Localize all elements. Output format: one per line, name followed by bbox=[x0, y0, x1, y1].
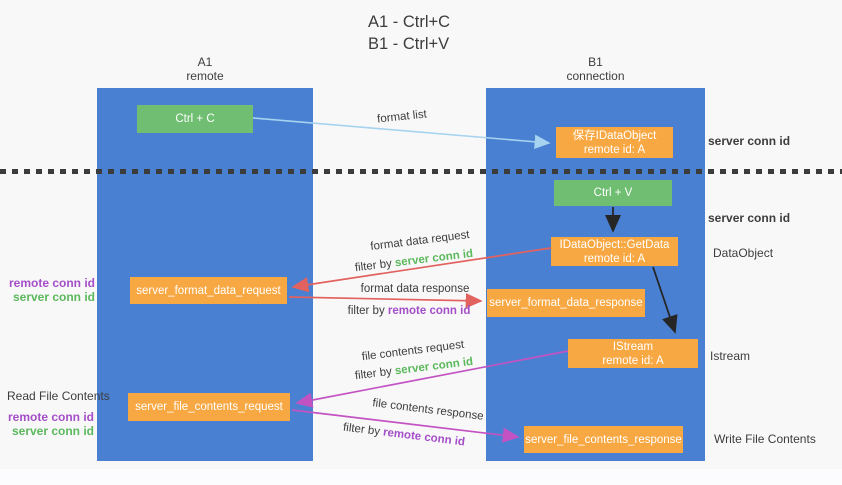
save-idataobject-box: 保存IDataObject remote id: A bbox=[556, 127, 673, 158]
server-conn-id-label-2: server conn id bbox=[11, 424, 94, 438]
format-list-label: format list bbox=[376, 108, 428, 126]
file-contents-response-label: file contents response bbox=[371, 397, 485, 423]
server-file-contents-request-box: server_file_contents_request bbox=[128, 393, 290, 421]
save-idataobject-line2: remote id: A bbox=[583, 143, 646, 156]
filter-by-remote-conn-id-label-1: filter by remote conn id bbox=[347, 305, 471, 317]
server-format-data-request-box: server_format_data_request bbox=[130, 277, 287, 304]
file-response-label: server_file_contents_response bbox=[525, 433, 682, 446]
conn-id-annotation-block-2: remote conn id server conn id bbox=[0, 410, 94, 438]
istream-annotation: Istream bbox=[710, 349, 751, 363]
save-idataobject-line1: 保存IDataObject bbox=[572, 129, 657, 142]
idataobject-getdata-box: IDataObject::GetData remote id: A bbox=[551, 237, 678, 266]
format-data-response-arrow bbox=[288, 293, 483, 309]
server-conn-id-annotation-mid: server conn id bbox=[708, 211, 791, 225]
conn-id-annotation-block-1: remote conn id server conn id bbox=[0, 276, 95, 304]
istream-line1: IStream bbox=[612, 340, 654, 353]
server-conn-id-annotation-top: server conn id bbox=[708, 134, 791, 148]
title-line-1: A1 - Ctrl+C bbox=[368, 13, 451, 31]
lane-header-a1: A1 remote bbox=[97, 55, 313, 83]
remote-conn-id-label-1: remote conn id bbox=[8, 276, 95, 290]
lane-header-b1: B1 connection bbox=[486, 55, 705, 83]
format-request-label: server_format_data_request bbox=[136, 284, 281, 297]
dataobject-annotation: DataObject bbox=[713, 246, 774, 260]
file-request-label: server_file_contents_request bbox=[135, 401, 283, 413]
title-line-2: B1 - Ctrl+V bbox=[368, 35, 450, 53]
ctrl-v-label: Ctrl + V bbox=[593, 187, 633, 199]
getdata-line2: remote id: A bbox=[583, 252, 646, 265]
lane-b1-name: B1 bbox=[588, 55, 603, 69]
format-response-label: server_format_data_response bbox=[489, 297, 643, 309]
footer-strip bbox=[0, 469, 842, 485]
istream-line2: remote id: A bbox=[602, 354, 664, 367]
filter-by-remote-conn-id-label-2: filter by remote conn id bbox=[342, 421, 466, 449]
ctrl-c-label: Ctrl + C bbox=[175, 113, 215, 125]
lane-a1-role: remote bbox=[186, 69, 224, 83]
remote-conn-id-label-2: remote conn id bbox=[7, 410, 94, 424]
format-data-response-label: format data response bbox=[360, 283, 470, 295]
getdata-line1: IDataObject::GetData bbox=[559, 238, 670, 251]
istream-box: IStream remote id: A bbox=[568, 339, 698, 368]
write-file-contents-annotation: Write File Contents bbox=[714, 432, 816, 446]
lane-b1-role: connection bbox=[566, 69, 625, 83]
ctrl-v-box: Ctrl + V bbox=[554, 180, 672, 206]
diagram-title: A1 - Ctrl+C B1 - Ctrl+V bbox=[368, 11, 450, 55]
server-conn-id-label-1: server conn id bbox=[12, 290, 95, 304]
ctrl-c-box: Ctrl + C bbox=[137, 105, 253, 133]
server-file-contents-response-box: server_file_contents_response bbox=[524, 426, 683, 453]
session-divider-dotted-line bbox=[0, 169, 842, 174]
lane-a1-name: A1 bbox=[197, 55, 213, 69]
server-format-data-response-box: server_format_data_response bbox=[487, 289, 645, 317]
read-file-contents-annotation: Read File Contents bbox=[7, 389, 110, 403]
